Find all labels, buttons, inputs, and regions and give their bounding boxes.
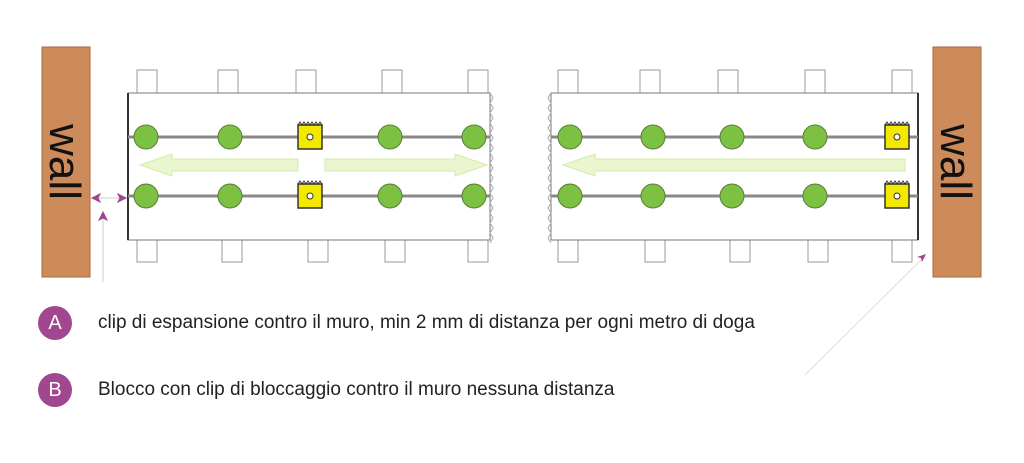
movement-arrow xyxy=(138,153,299,177)
clip-hole xyxy=(306,133,314,141)
right-wall xyxy=(932,46,982,278)
joist-tab xyxy=(384,239,406,263)
joist-tab xyxy=(807,239,829,263)
joist-tab xyxy=(217,69,239,94)
peg-icon xyxy=(719,124,745,150)
peg-icon xyxy=(217,124,243,150)
legend-text-b: Blocco con clip di bloccaggio contro il … xyxy=(98,379,615,400)
peg-icon xyxy=(377,183,403,209)
joist-tab xyxy=(557,69,579,94)
peg-icon xyxy=(640,183,666,209)
peg-icon xyxy=(377,124,403,150)
clip-hole xyxy=(893,192,901,200)
clip-teeth xyxy=(297,121,323,126)
peg-icon xyxy=(461,124,487,150)
peg-icon xyxy=(557,124,583,150)
lock-clip-pointer xyxy=(804,254,926,376)
movement-arrow xyxy=(561,153,906,177)
left-wall-label: wall xyxy=(40,123,89,200)
peg-icon xyxy=(719,183,745,209)
legend-badge-b: B xyxy=(38,373,72,407)
joist-tab xyxy=(136,239,158,263)
right-wall-label: wall xyxy=(931,123,980,200)
peg-icon xyxy=(133,124,159,150)
joist-tab xyxy=(381,69,403,94)
joist-tab xyxy=(729,239,751,263)
joist-tab xyxy=(295,69,317,94)
joist-tab xyxy=(891,239,913,263)
joist-tab xyxy=(804,69,826,94)
clip-hole xyxy=(893,133,901,141)
left-wall xyxy=(41,46,91,278)
clip-teeth xyxy=(884,121,910,126)
peg-icon xyxy=(802,183,828,209)
broken-edge xyxy=(489,92,494,244)
broken-edge xyxy=(547,92,552,244)
peg-icon xyxy=(640,124,666,150)
expansion-gap-arrow xyxy=(90,192,128,282)
joist-tab xyxy=(467,69,489,94)
peg-icon xyxy=(217,183,243,209)
peg-icon xyxy=(802,124,828,150)
joist-tab xyxy=(717,69,739,94)
joist-tab xyxy=(644,239,666,263)
joist-tab xyxy=(467,239,489,263)
legend-item-a: A clip di espansione contro il muro, min… xyxy=(38,306,755,340)
peg-icon xyxy=(133,183,159,209)
legend-text-a: clip di espansione contro il muro, min 2… xyxy=(98,312,755,333)
movement-arrow xyxy=(324,153,489,177)
clip-teeth xyxy=(297,180,323,185)
legend-item-b: B Blocco con clip di bloccaggio contro i… xyxy=(38,373,614,407)
joist-tab xyxy=(557,239,579,263)
peg-icon xyxy=(557,183,583,209)
clip-hole xyxy=(306,192,314,200)
joist-tab xyxy=(639,69,661,94)
legend-badge-a: A xyxy=(38,306,72,340)
joist-tab xyxy=(136,69,158,94)
peg-icon xyxy=(461,183,487,209)
clip-teeth xyxy=(884,180,910,185)
joist-tab xyxy=(307,239,329,263)
joist-tab xyxy=(221,239,243,263)
joist-tab xyxy=(891,69,913,94)
